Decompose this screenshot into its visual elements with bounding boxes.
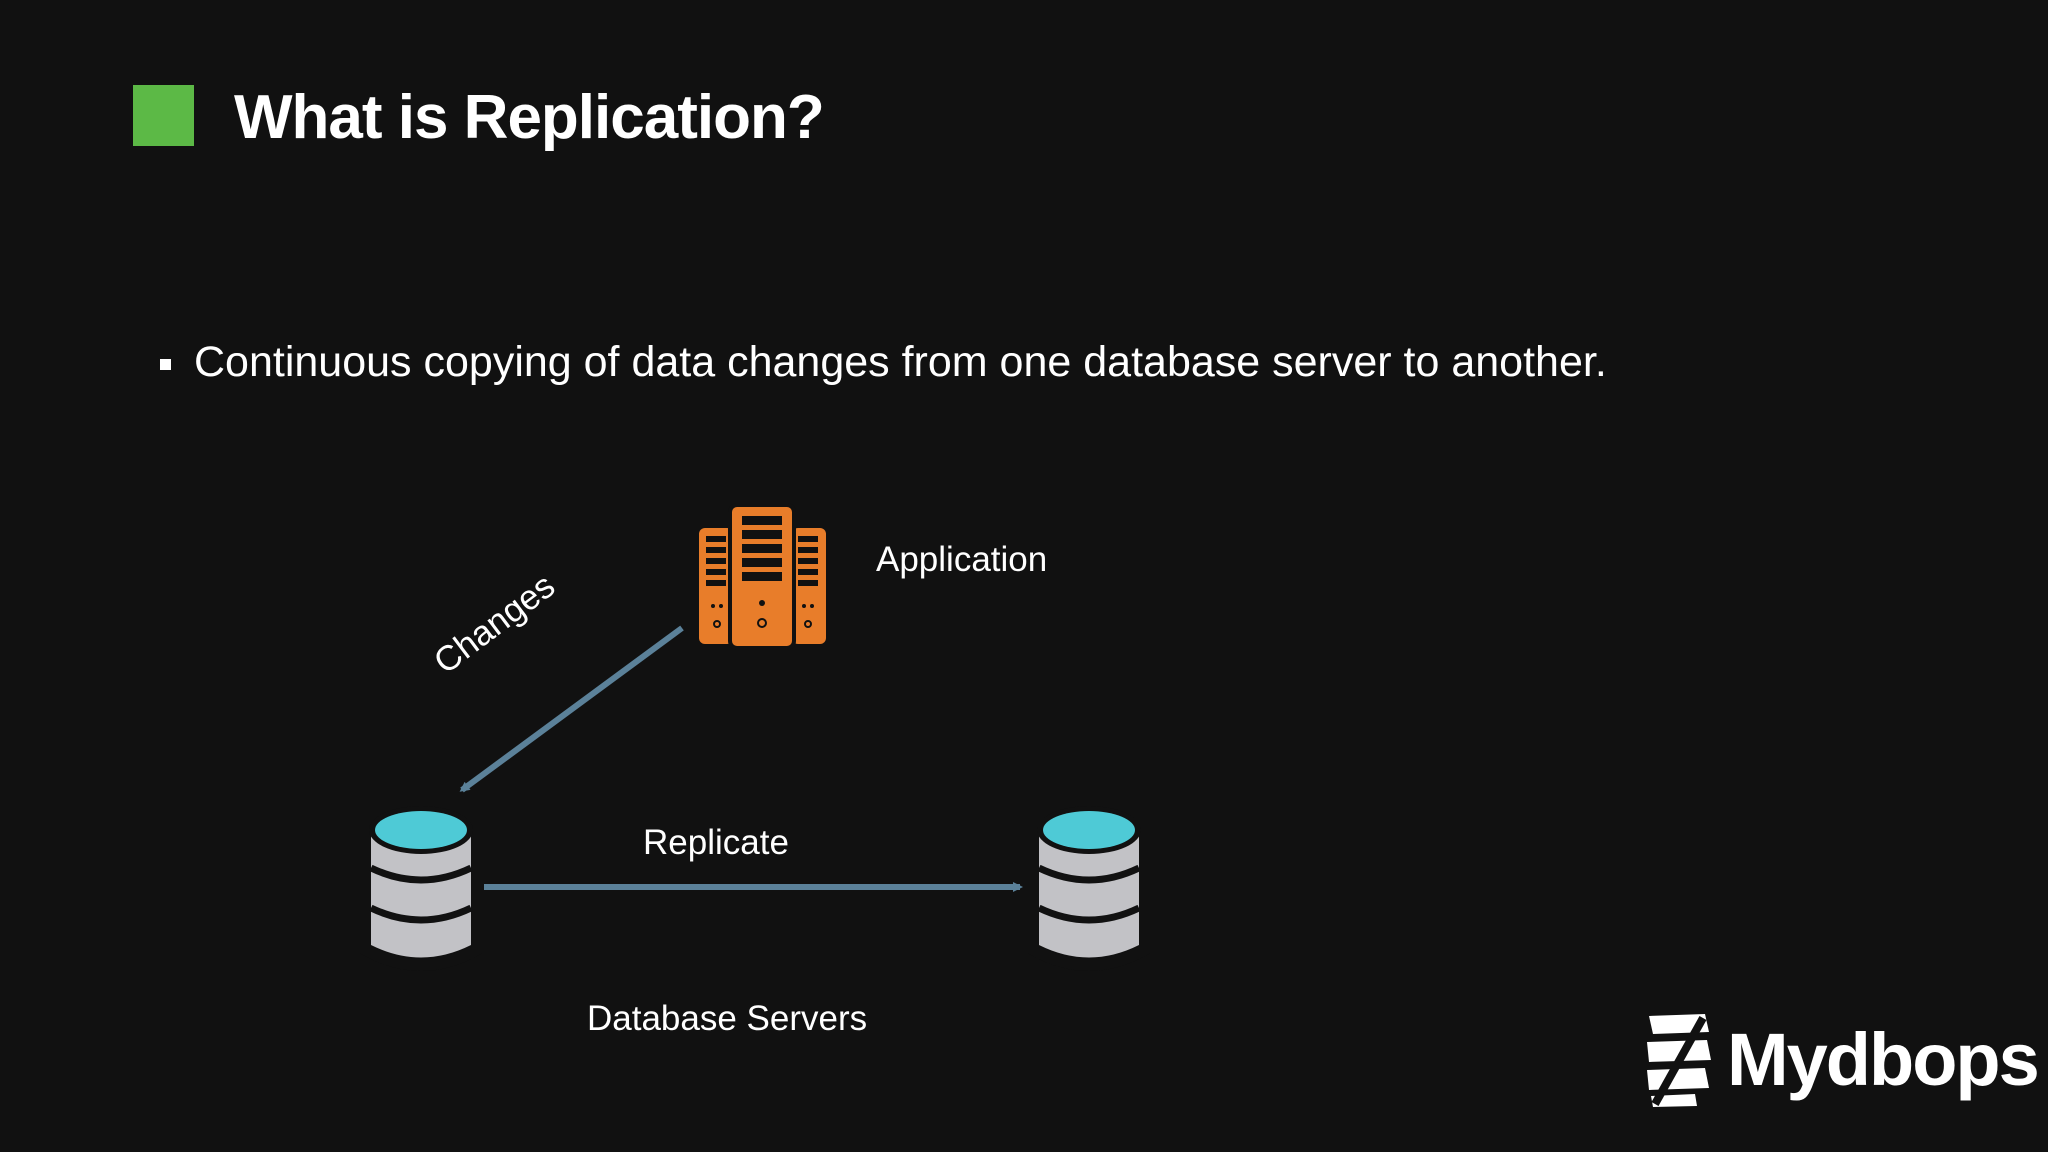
application-label: Application <box>876 540 1048 579</box>
slide-title: What is Replication? <box>234 83 825 152</box>
bullet-text: Continuous copying of data changes from … <box>194 338 1607 386</box>
replicate-label: Replicate <box>643 823 789 862</box>
bullet-marker <box>160 358 171 370</box>
primary-database-icon <box>360 806 482 971</box>
mydbops-logo-text: Mydbops <box>1727 1018 2040 1101</box>
replica-database-icon <box>1028 806 1150 971</box>
database-servers-label: Database Servers <box>587 999 868 1038</box>
title-accent-square <box>133 85 194 146</box>
mydbops-logo-mark <box>1647 1014 1711 1107</box>
changes-arrow <box>459 625 684 793</box>
bullet-item: Continuous copying of data changes from … <box>160 332 1607 392</box>
mydbops-logo: Mydbops <box>1645 1012 2040 1108</box>
server-rack-icon <box>699 503 826 650</box>
